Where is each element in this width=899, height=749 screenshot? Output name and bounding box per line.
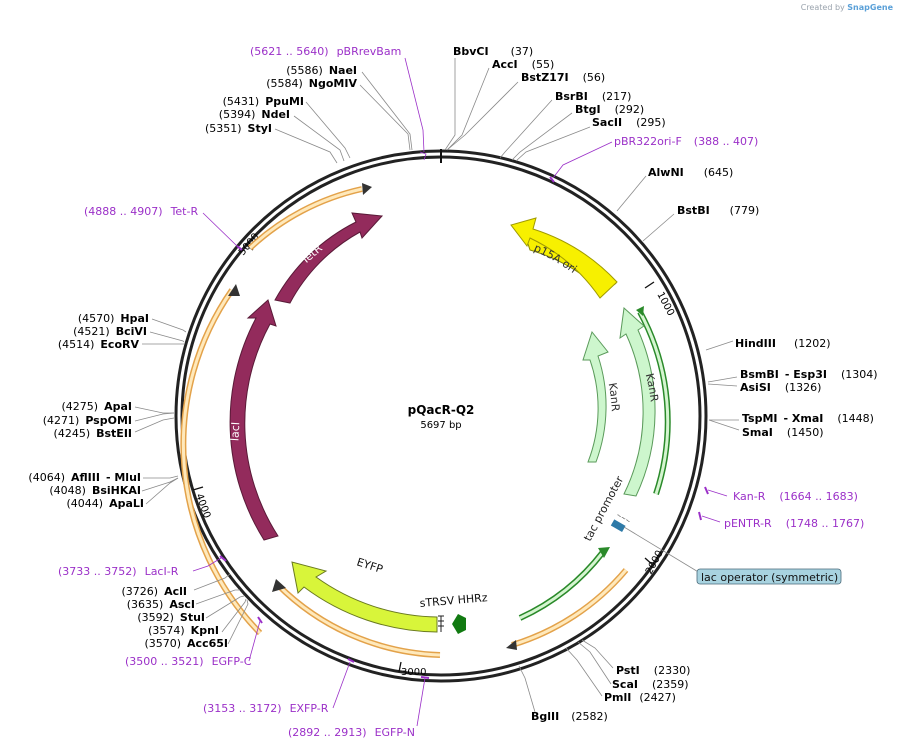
svg-text:(4888 .. 4907)Tet-R: (4888 .. 4907)Tet-R — [84, 205, 198, 218]
svg-text:(3500 .. 3521)EGFP-C: (3500 .. 3521)EGFP-C — [125, 655, 252, 668]
svg-text:(3574)KpnI: (3574)KpnI — [148, 624, 219, 637]
svg-text:SmaI(1450): SmaI(1450) — [742, 426, 823, 439]
tick-label-3000: 3000 — [401, 667, 426, 678]
svg-text:(4570)HpaI: (4570)HpaI — [78, 312, 149, 325]
svg-text:ScaI(2359): ScaI(2359) — [612, 678, 689, 691]
svg-text:(3153 .. 3172)EXFP-R: (3153 .. 3172)EXFP-R — [203, 702, 329, 715]
snapgene-logo: SnapGene — [847, 3, 893, 12]
svg-text:(4271)PspOMI: (4271)PspOMI — [43, 414, 132, 427]
laci-feature[interactable] — [229, 299, 279, 541]
svg-text:BstBI(779): BstBI(779) — [677, 204, 759, 217]
svg-text:BtgI(292): BtgI(292) — [575, 103, 644, 116]
svg-text:HindIII(1202): HindIII(1202) — [735, 337, 831, 350]
tetr-feature[interactable] — [274, 212, 384, 304]
svg-text:pBR322ori-F(388 .. 407): pBR322ori-F(388 .. 407) — [614, 135, 758, 148]
svg-text:(5394)NdeI: (5394)NdeI — [219, 108, 290, 121]
kanr-2-label: KanR — [643, 372, 661, 403]
svg-text:(5431)PpuMI: (5431)PpuMI — [223, 95, 304, 108]
credit-prefix: Created by — [800, 3, 845, 12]
svg-text:TspMI- XmaI(1448): TspMI- XmaI(1448) — [742, 412, 874, 425]
eyfp-feature[interactable] — [291, 561, 438, 633]
plasmid-name: pQacR-Q2 — [408, 403, 475, 417]
svg-text:(4521)BciVI: (4521)BciVI — [73, 325, 147, 338]
kanr-1-label: KanR — [606, 382, 622, 413]
strsv-hhrz-feature[interactable] — [452, 614, 466, 634]
snapgene-credit: Created by SnapGene — [801, 3, 893, 12]
svg-text:(4245)BstEII: (4245)BstEII — [54, 427, 132, 440]
svg-text:BsmBI- Esp3I(1304): BsmBI- Esp3I(1304) — [740, 368, 878, 381]
kanr-1-feature[interactable] — [582, 330, 609, 463]
svg-text:(5351)StyI: (5351)StyI — [205, 122, 272, 135]
svg-text:AsiSI(1326): AsiSI(1326) — [740, 381, 821, 394]
svg-text:(4275)ApaI: (4275)ApaI — [62, 400, 132, 413]
strsv-hhrz-label: sTRSV HHRz — [419, 591, 488, 610]
svg-text:(5584)NgoMIV: (5584)NgoMIV — [266, 77, 357, 90]
svg-text:(3726)AclI: (3726)AclI — [122, 585, 187, 598]
svg-text:(3733 .. 3752)LacI-R: (3733 .. 3752)LacI-R — [58, 565, 179, 578]
laci-label: lacI — [228, 422, 242, 442]
tac-promoter-label: tac promoter — [581, 474, 626, 544]
tick-label-1000: 1000 — [654, 290, 676, 318]
svg-text:PstI(2330): PstI(2330) — [616, 664, 690, 677]
svg-text:SacII(295): SacII(295) — [592, 116, 666, 129]
svg-text:(4044)ApaLI: (4044)ApaLI — [67, 497, 145, 510]
svg-text:Kan-R(1664 .. 1683): Kan-R(1664 .. 1683) — [733, 490, 858, 503]
strsv-hairpin — [438, 615, 444, 632]
svg-text:BbvCI(37): BbvCI(37) — [453, 45, 533, 58]
svg-text:AlwNI(645): AlwNI(645) — [648, 166, 733, 179]
svg-text:(5621 .. 5640)pBRrevBam: (5621 .. 5640)pBRrevBam — [250, 45, 401, 58]
primer-leaders — [192, 57, 728, 727]
svg-text:BsrBI(217): BsrBI(217) — [555, 90, 631, 103]
kanr-2-feature[interactable] — [619, 306, 656, 497]
enzyme-labels: BbvCI(37) AccI(55) BstZ17I(56) BsrBI(217… — [28, 45, 877, 723]
lac-operator-callout[interactable]: lac operator (symmetric) — [696, 568, 842, 585]
svg-text:(5586)NaeI: (5586)NaeI — [286, 64, 357, 77]
plasmid-length: 5697 bp — [420, 420, 461, 431]
primer-labels: (5621 .. 5640)pBRrevBam pBR322ori-F(388 … — [58, 45, 864, 739]
tac-promoter-feature[interactable]: tac promoter ~~~ — [581, 474, 631, 544]
svg-text:PmlI(2427): PmlI(2427) — [604, 691, 676, 704]
svg-text:BglII(2582): BglII(2582) — [531, 710, 608, 723]
svg-text:(3592)StuI: (3592)StuI — [137, 611, 205, 624]
svg-text:pENTR-R(1748 .. 1767): pENTR-R(1748 .. 1767) — [724, 517, 864, 530]
primer-marks — [219, 151, 709, 679]
lac-operator-label: lac operator (symmetric) — [701, 571, 838, 584]
svg-text:(4514)EcoRV: (4514)EcoRV — [58, 338, 140, 351]
svg-text:(3635)AscI: (3635)AscI — [127, 598, 195, 611]
svg-text:(2892 .. 2913)EGFP-N: (2892 .. 2913)EGFP-N — [288, 726, 415, 739]
p15a-ori-arrow[interactable] — [510, 217, 618, 299]
scale-ticks: 1000 2000 3000 4000 5000 — [192, 231, 676, 678]
lac-operator-leader — [623, 526, 701, 574]
svg-text:AccI(55): AccI(55) — [492, 58, 554, 71]
eyfp-label: EYFP — [355, 555, 385, 576]
svg-text:BstZ17I(56): BstZ17I(56) — [521, 71, 605, 84]
svg-text:(4048)BsiHKAI: (4048)BsiHKAI — [49, 484, 141, 497]
svg-text:(4064)AflIII- MluI: (4064)AflIII- MluI — [28, 471, 141, 484]
enzyme-leaders — [134, 58, 740, 713]
orf-arcs — [180, 183, 671, 658]
svg-text:(3570)Acc65I: (3570)Acc65I — [144, 637, 228, 650]
